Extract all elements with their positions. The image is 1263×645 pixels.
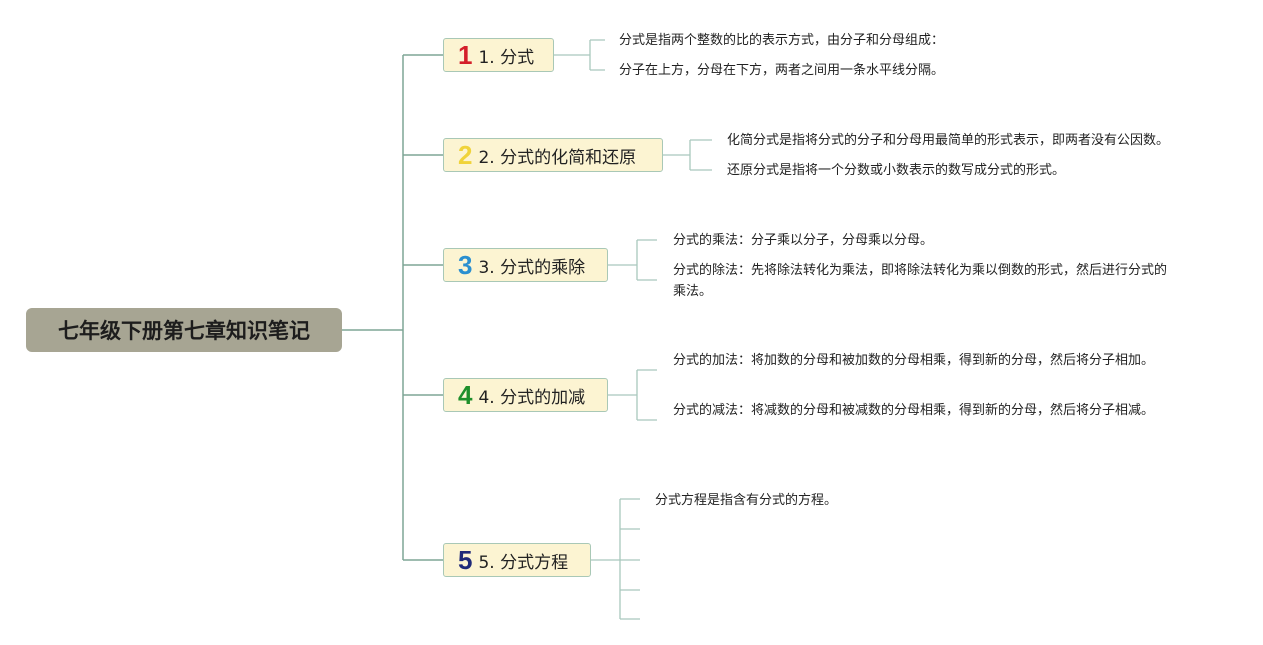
note[interactable]: 分子在上方，分母在下方，两者之间用一条水平线分隔。 — [619, 63, 945, 78]
note[interactable]: 分式是指两个整数的比的表示方式，由分子和分母组成： — [619, 33, 945, 48]
number-1-icon: 1 — [458, 39, 473, 70]
note[interactable]: 还原分式是指将一个分数或小数表示的数写成分式的形式。 — [727, 163, 1066, 178]
topic-label: 5. 分式方程 — [478, 552, 569, 573]
number-2-icon: 2 — [458, 139, 473, 170]
note[interactable]: 分式的减法：将减数的分母和被减数的分母相乘，得到新的分母，然后将分子相减。 — [673, 403, 1155, 418]
note[interactable]: 分式的乘法：分子乘以分子，分母乘以分母。 — [673, 233, 934, 248]
number-4-icon: 4 — [458, 379, 473, 410]
note[interactable]: 化简分式是指将分式的分子和分母用最简单的形式表示，即两者没有公因数。 — [727, 133, 1170, 148]
topic-label: 1. 分式 — [478, 47, 535, 68]
topic-label: 3. 分式的乘除 — [478, 257, 586, 278]
note[interactable]: 分式的加法：将加数的分母和被加数的分母相乘，得到新的分母，然后将分子相加。 — [673, 353, 1155, 368]
note[interactable]: 分式的除法：先将除法转化为乘法，即将除法转化为乘以倒数的形式，然后进行分式的乘法… — [673, 263, 1168, 299]
number-3-icon: 3 — [458, 249, 473, 280]
topic-label: 4. 分式的加减 — [478, 387, 586, 408]
number-5-icon: 5 — [458, 544, 473, 575]
root-topic[interactable]: 七年级下册第七章知识笔记 — [26, 308, 342, 352]
note[interactable]: 分式方程是指含有分式的方程。 — [655, 493, 838, 508]
topic-label: 2. 分式的化简和还原 — [478, 147, 637, 168]
